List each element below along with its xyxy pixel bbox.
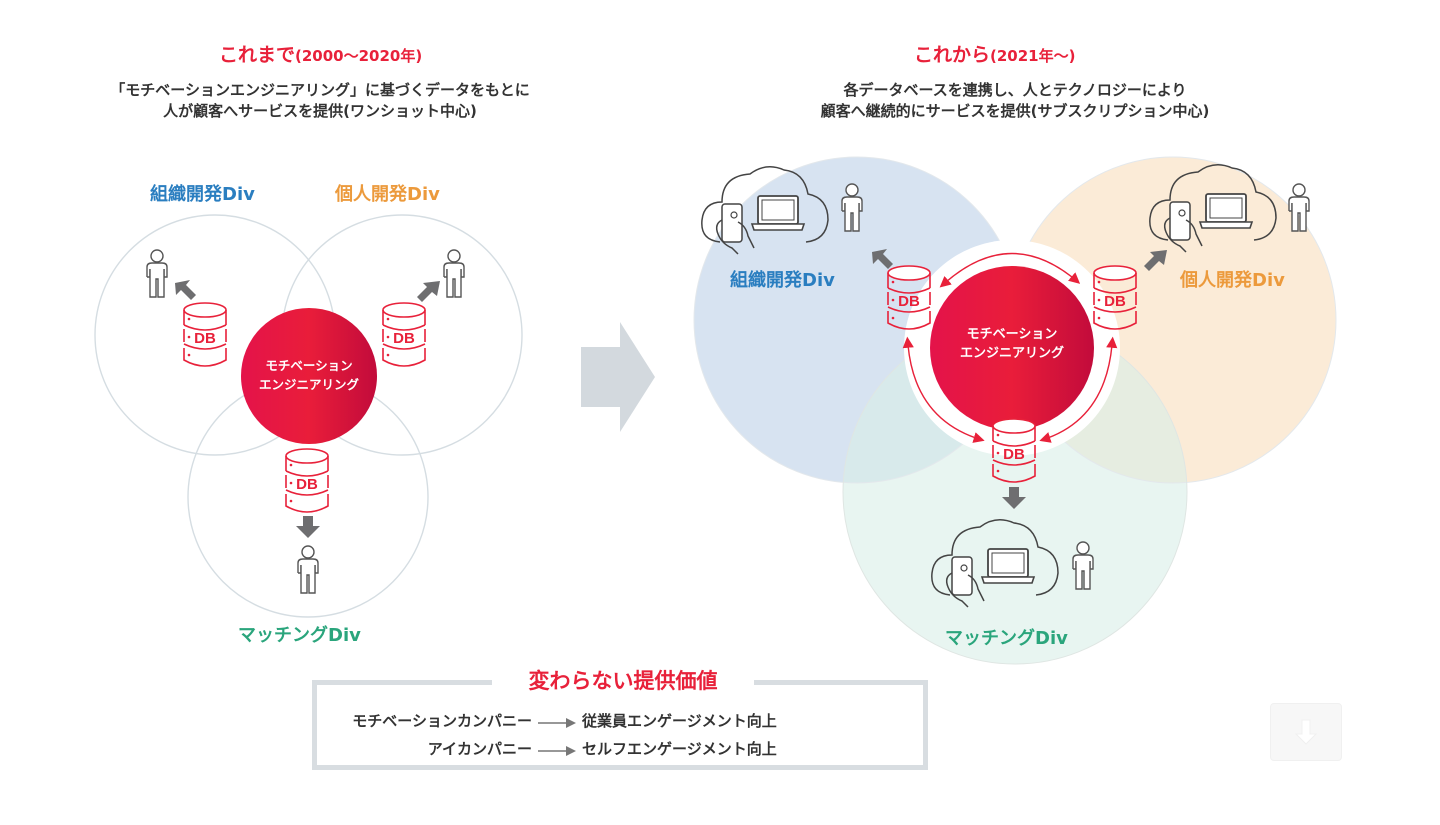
right-label-matching-div: マッチングDiv	[945, 628, 1068, 649]
right-arrow-to-matching-icon	[1002, 487, 1026, 509]
left-center-label: モチベーション エンジニアリング	[249, 356, 369, 394]
left-person-icon-org	[146, 249, 168, 298]
value-row-1-from: モチベーションカンパニー	[352, 712, 532, 730]
left-desc-line2: 人が顧客へサービスを提供(ワンショット中心)	[163, 102, 477, 120]
left-description: 「モチベーションエンジニアリング」に基づくデータをもとに 人が顧客へサービスを提…	[40, 80, 600, 122]
left-arrow-to-org-icon	[175, 280, 196, 300]
left-title: これまで(2000〜2020年)	[219, 40, 422, 67]
right-arrow-to-org-icon	[872, 249, 893, 269]
value-row-2-arrow-icon	[538, 742, 578, 761]
left-arrow-to-individual-icon	[417, 281, 440, 302]
right-center-line1: モチベーション	[966, 327, 1058, 342]
right-center-label: モチベーション エンジニアリング	[947, 325, 1077, 363]
left-title-period: (2000〜2020年)	[295, 47, 423, 65]
right-db-label-individual: DB	[1104, 293, 1126, 310]
right-sync-arrow-right	[1039, 336, 1118, 443]
left-label-matching-div: マッチングDiv	[238, 625, 361, 646]
left-center-line1: モチベーション	[265, 358, 353, 373]
right-label-org-div: 組織開発Div	[730, 270, 835, 291]
left-arrow-to-matching-icon	[296, 516, 320, 538]
left-label-individual-div: 個人開発Div	[335, 184, 440, 205]
download-icon	[1294, 719, 1318, 745]
right-description: 各データベースを連携し、人とテクノロジーにより 顧客へ継続的にサービスを提供(サ…	[700, 80, 1330, 122]
right-title-period: (2021年〜)	[990, 47, 1076, 65]
transition-arrow-icon	[581, 322, 655, 432]
left-db-label-matching: DB	[296, 476, 318, 493]
left-title-main: これまで	[219, 44, 296, 66]
right-db-label-org: DB	[898, 293, 920, 310]
left-db-label-individual: DB	[393, 330, 415, 347]
left-label-org-div: 組織開発Div	[150, 184, 255, 205]
left-person-icon-matching	[297, 545, 319, 594]
right-title: これから(2021年〜)	[914, 40, 1075, 67]
value-row-1-to: 従業員エンゲージメント向上	[582, 712, 777, 730]
right-label-individual-div: 個人開発Div	[1180, 270, 1285, 291]
right-center-line2: エンジニアリング	[959, 346, 1064, 361]
right-desc-line1: 各データベースを連携し、人とテクノロジーにより	[843, 81, 1187, 99]
value-box-title: 変わらない提供価値	[492, 664, 754, 698]
value-row-2-from: アイカンパニー	[427, 740, 532, 758]
left-center-line2: エンジニアリング	[258, 377, 359, 392]
right-db-label-matching: DB	[1003, 446, 1025, 463]
download-button[interactable]	[1270, 703, 1342, 761]
left-person-icon-individual	[443, 249, 465, 298]
value-row-1-arrow-icon	[538, 714, 578, 733]
value-row-2-to: セルフエンゲージメント向上	[582, 740, 777, 758]
right-title-main: これから	[914, 44, 991, 66]
left-center-motivation	[241, 308, 377, 444]
right-desc-line2: 顧客へ継続的にサービスを提供(サブスクリプション中心)	[820, 102, 1210, 120]
right-sync-arrow-left	[902, 336, 985, 443]
left-desc-line1: 「モチベーションエンジニアリング」に基づくデータをもとに	[110, 81, 530, 99]
right-sync-arrow-top	[939, 252, 1081, 288]
left-db-label-org: DB	[194, 330, 216, 347]
right-arrow-to-individual-icon	[1144, 250, 1167, 271]
